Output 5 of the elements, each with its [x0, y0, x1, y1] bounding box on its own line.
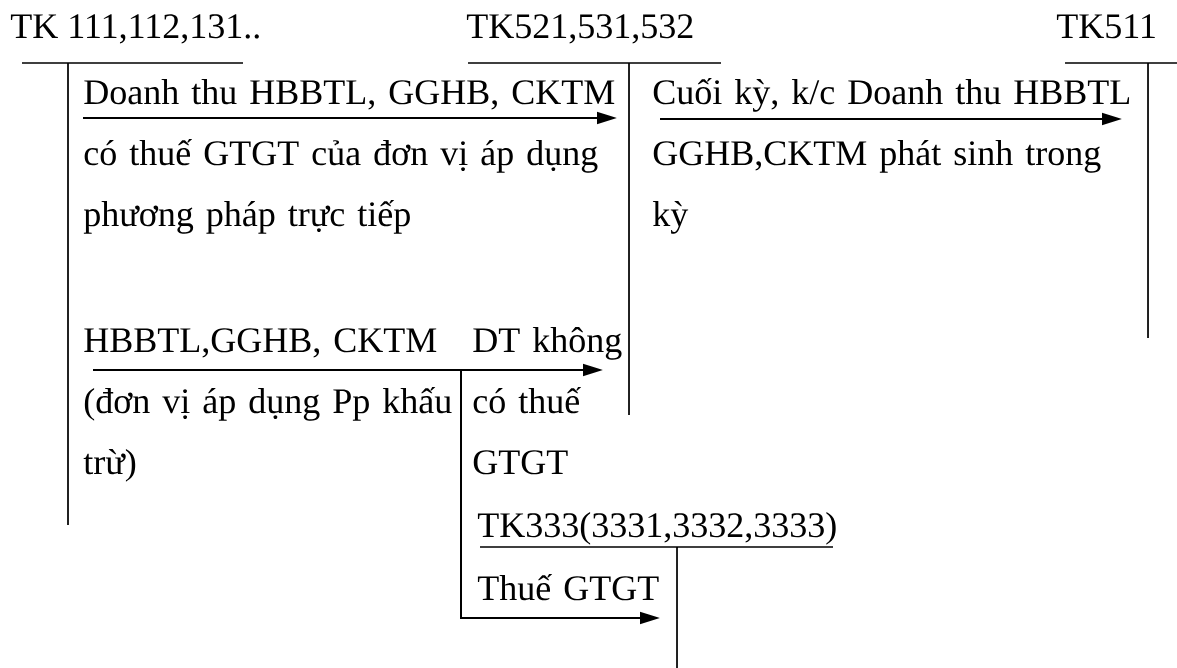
edge-label: DT không có thuế GTGT: [473, 326, 622, 475]
edge-label: Thuế GTGT: [477, 573, 659, 601]
edge-label: Doanh thu HBBTL, GGHB, CKTM có thuế GTGT của đơn vị áp dụng phương pháp trực tiếp: [83, 79, 615, 234]
note-text: HBBTL,GGHB, CKTM (đơn vị áp dụng Pp khấu trừ): [83, 328, 452, 482]
edge-label: Cuối kỳ, k/c Doanh thu HBBTL GGHB,CKTM phát sinh trong kỳ: [652, 77, 1130, 234]
